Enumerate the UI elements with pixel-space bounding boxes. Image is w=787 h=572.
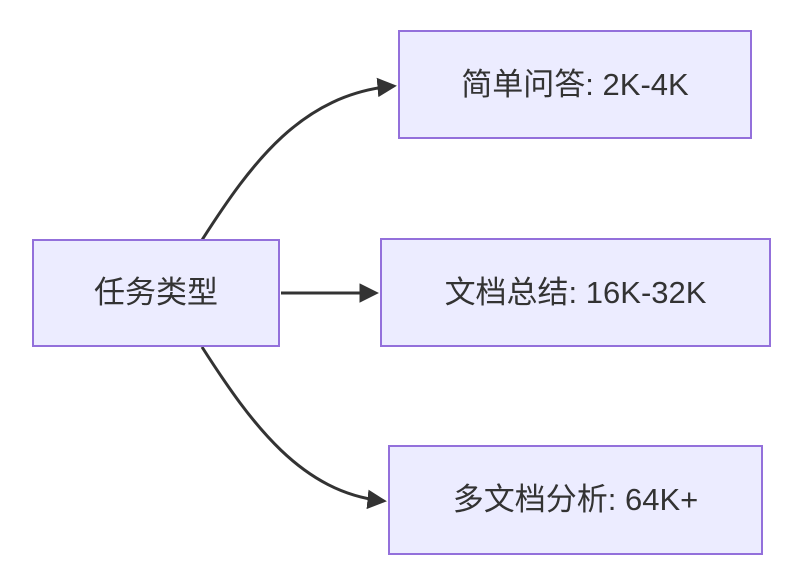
node-task-type: 任务类型 [32,239,280,347]
node-multi-doc-analysis-label: 多文档分析: 64K+ [452,482,699,518]
node-simple-qa-label: 简单问答: 2K-4K [461,66,689,102]
edge-root-to-multi-doc [200,346,387,510]
node-doc-summary-label: 文档总结: 16K-32K [444,274,707,310]
node-simple-qa: 简单问答: 2K-4K [398,30,752,139]
edge-root-to-simple-qa [200,77,397,241]
node-doc-summary: 文档总结: 16K-32K [380,238,771,347]
node-task-type-label: 任务类型 [94,275,218,311]
node-multi-doc-analysis: 多文档分析: 64K+ [388,445,763,555]
